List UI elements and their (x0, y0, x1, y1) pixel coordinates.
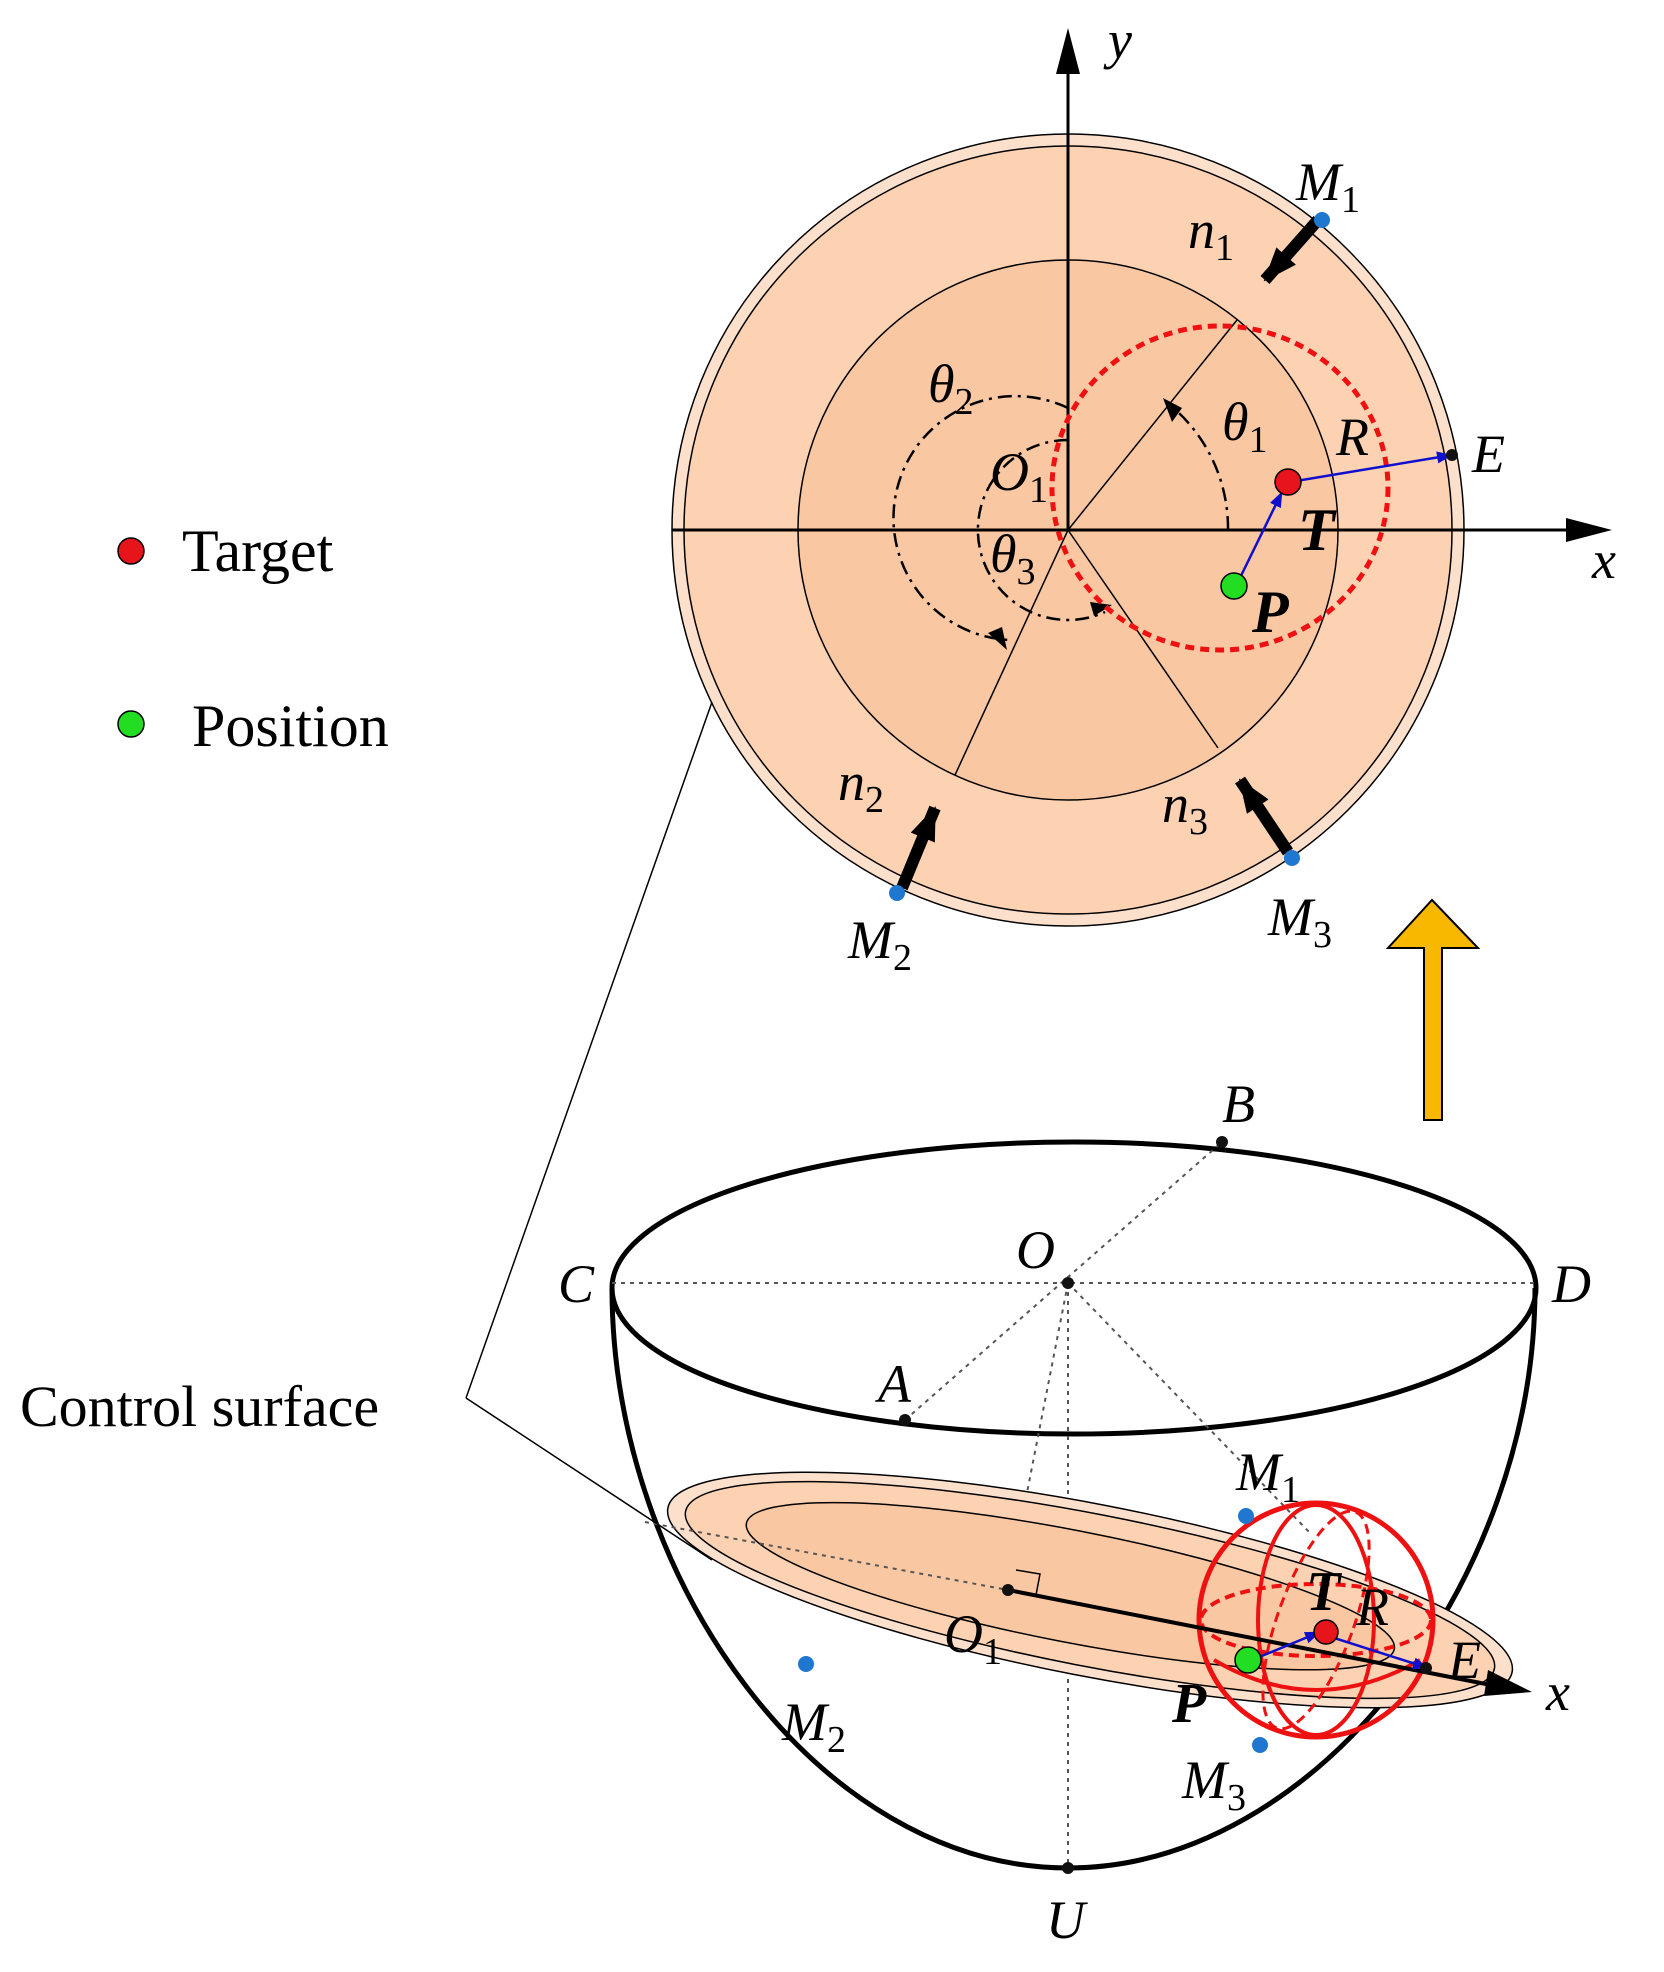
plate-dotted-diameter (644, 1521, 1009, 1591)
control-surface-callout: Control surface (20, 701, 713, 1561)
marker-m1-label: M1 (1295, 152, 1360, 221)
up-arrow (1385, 898, 1481, 1121)
bowl-marker-m3-dot (1252, 1737, 1268, 1753)
theta1-label: θ1 (1222, 392, 1268, 461)
radius-label: R (1335, 407, 1369, 467)
legend-target-label: Target (182, 518, 334, 584)
theta2-arrowhead (988, 627, 1007, 650)
theta2-arc (892, 394, 1069, 642)
y-axis-label: y (1103, 10, 1132, 70)
callout-line-upper (465, 701, 713, 1399)
normal-n3-label: n3 (1162, 774, 1208, 843)
point-b-dot (1216, 1136, 1228, 1148)
point-b-label: B (1222, 1074, 1255, 1134)
normal-arrow-1 (1260, 216, 1323, 284)
bowl-target-dot (1313, 1619, 1339, 1645)
bowl-marker-m2-label: M2 (781, 1692, 846, 1761)
target-label: T (1298, 497, 1337, 563)
point-o-dot (1062, 1277, 1074, 1289)
plate-x-arrowhead (1484, 1670, 1532, 1696)
control-surface-label: Control surface (20, 1374, 379, 1439)
theta2-label: θ2 (928, 354, 974, 423)
normal-n1-label: n1 (1188, 200, 1234, 269)
bowl-position-label: P (1171, 1673, 1207, 1735)
workspace-circle (1049, 323, 1391, 653)
marker-m3-label: M3 (1267, 887, 1332, 956)
plate-x-axis (1007, 1588, 1497, 1688)
point-a-dot (899, 1414, 911, 1426)
radial-line-1 (1067, 319, 1238, 531)
legend: Target Position (117, 518, 389, 759)
bowl-vector-p-to-t (1251, 1630, 1321, 1662)
target-dot (1274, 468, 1302, 496)
plate-inner (745, 1501, 1396, 1671)
radial-line-2 (954, 529, 1069, 776)
point-d-label: D (1551, 1254, 1591, 1314)
bowl-x-axis-label: x (1545, 1662, 1570, 1722)
line-o-to-o1 (1007, 1282, 1069, 1591)
normal-arrow-3 (1235, 776, 1293, 856)
x-axis-label: x (1591, 530, 1616, 590)
vector-p-to-t (1234, 491, 1284, 587)
edge-point-label: E (1471, 424, 1505, 484)
right-angle-mark (1015, 1569, 1041, 1596)
point-o1-label: O1 (944, 1604, 1002, 1673)
bowl-position-dot (1234, 1646, 1262, 1674)
position-dot (1220, 572, 1248, 600)
theta1-arc (1169, 404, 1230, 531)
bowl-view: B C D O A U O1 M1 M2 M3 T R E x P (558, 1074, 1591, 1950)
bowl-marker-m3-label: M3 (1181, 1750, 1246, 1819)
normal-n2-label: n2 (838, 752, 884, 821)
legend-position-dot (117, 710, 145, 738)
bowl-rim (609, 1139, 1539, 1437)
callout-line-lower (465, 1397, 713, 1561)
theta1-arrowhead (1163, 398, 1182, 422)
marker-m1-dot (1314, 212, 1330, 228)
center-o1-label: O1 (990, 442, 1048, 511)
point-a-label: A (875, 1354, 912, 1414)
bowl-vector-t-to-e (1327, 1634, 1429, 1670)
y-axis-arrowhead (1056, 28, 1080, 74)
bowl-edge-point-label: E (1447, 1630, 1481, 1690)
point-o-label: O (1016, 1220, 1055, 1280)
normal-arrow-2 (896, 805, 941, 891)
point-o1-dot (1002, 1584, 1014, 1596)
position-label: P (1251, 579, 1290, 645)
marker-m2-dot (889, 885, 905, 901)
bowl-marker-m2-dot (798, 1656, 814, 1672)
legend-position-label: Position (192, 693, 389, 759)
bowl-marker-m1-dot (1238, 1508, 1254, 1524)
legend-target-dot (117, 537, 145, 565)
point-u-label: U (1046, 1890, 1088, 1950)
radial-line-3 (1067, 529, 1219, 749)
workspace-sphere (1196, 1500, 1436, 1740)
top-view: y x M1 M2 M3 n1 n2 n3 θ1 θ2 θ3 O1 R E T … (671, 10, 1616, 979)
point-u-dot (1062, 1862, 1074, 1874)
point-c-label: C (558, 1254, 595, 1314)
marker-m3-dot (1284, 850, 1300, 866)
x-axis-arrowhead (1566, 518, 1612, 542)
marker-m2-label: M2 (847, 910, 912, 979)
theta3-label: θ3 (990, 524, 1036, 593)
bowl-radius-label: R (1355, 1577, 1389, 1637)
bowl-target-label: T (1306, 1561, 1343, 1623)
vector-t-to-e (1289, 451, 1453, 484)
bowl-edge-point-dot (1420, 1662, 1432, 1674)
edge-point-dot (1446, 449, 1458, 461)
theta3-arc (976, 438, 1106, 622)
theta3-arrowhead (1090, 602, 1112, 616)
bowl-marker-m1-label: M1 (1235, 1442, 1300, 1511)
